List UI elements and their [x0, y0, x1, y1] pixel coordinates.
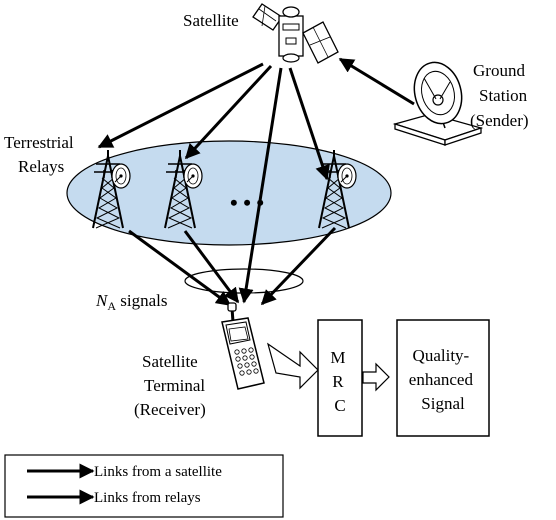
- quality-signal-box: [396, 319, 490, 437]
- mrc-box: [317, 319, 363, 437]
- satellite-links: [97, 62, 330, 304]
- signals-ellipse: [184, 268, 304, 294]
- relay-area: [66, 140, 392, 246]
- satellite-terminal-icon: [221, 302, 265, 390]
- legend: Links from a satellite Links from relays: [4, 454, 284, 518]
- relay-dish-icon: [337, 163, 357, 189]
- ground-to-satellite-link: [338, 57, 415, 106]
- satellite-terminal-label: Satellite Terminal (Receiver): [134, 352, 209, 419]
- ground-station-dish-icon: [392, 61, 484, 146]
- na-signals-label: NA signals: [95, 291, 168, 313]
- satellite-icon: [252, 3, 339, 64]
- to-mrc-arrow: [266, 342, 319, 390]
- satellite-label: Satellite: [183, 11, 239, 30]
- terrestrial-relays-label: Terrestrial Relays: [4, 133, 78, 176]
- mrc-label: M R C: [330, 348, 349, 415]
- relay-dish-icon: [111, 163, 131, 189]
- legend-box: [4, 454, 284, 518]
- legend-satellite-label: Links from a satellite: [94, 464, 222, 480]
- ground-station-label: Ground Station (Sender): [470, 61, 531, 130]
- quality-signal-label: Quality- enhanced Signal: [409, 346, 477, 413]
- relay-dish-icon: [183, 163, 203, 189]
- to-signal-arrow: [362, 362, 390, 392]
- legend-relay-label: Links from relays: [94, 490, 201, 506]
